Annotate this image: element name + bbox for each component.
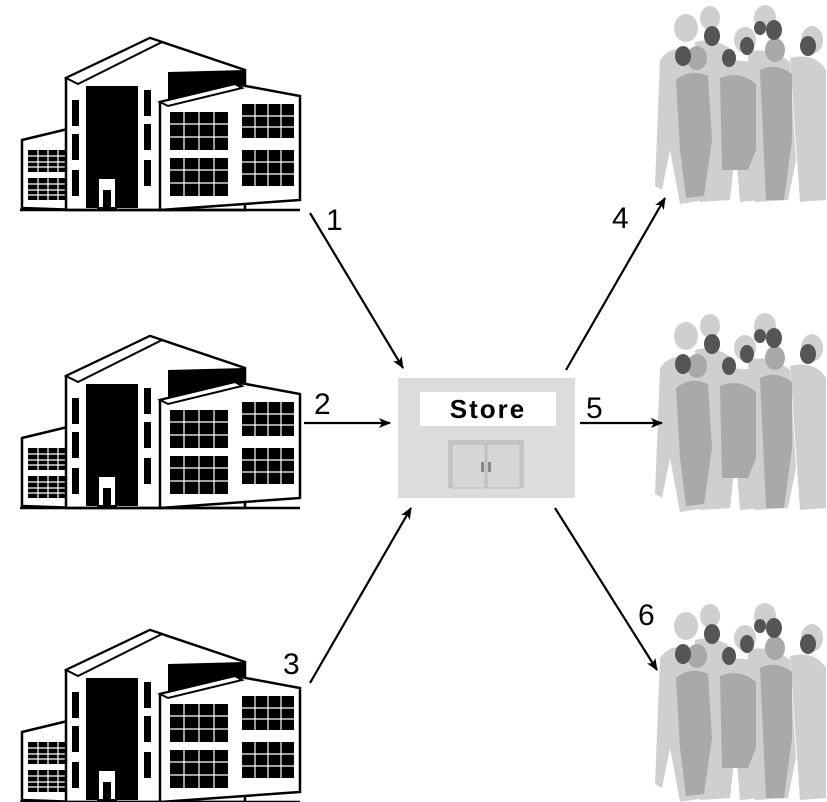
store-label: Store <box>450 394 526 424</box>
customer-crowd-icon <box>655 603 826 802</box>
edge-label-4: 4 <box>612 202 629 235</box>
arrow-6 <box>554 507 658 671</box>
customer-crowd-icon <box>655 313 826 512</box>
arrow-1 <box>309 212 404 369</box>
arrow-4 <box>565 197 666 371</box>
store-icon: Store <box>398 378 575 498</box>
customer-crowd-icon <box>655 5 826 204</box>
factory-building-icon <box>18 628 302 802</box>
edge-label-1: 1 <box>326 204 343 237</box>
edge-label-2: 2 <box>314 388 331 421</box>
edge-label-3: 3 <box>283 648 300 681</box>
factory-building-icon <box>18 334 302 510</box>
arrow-3 <box>309 507 412 684</box>
edge-label-5: 5 <box>586 392 603 425</box>
store-door <box>448 440 524 489</box>
edge-label-6: 6 <box>638 599 655 632</box>
factory-building-icon <box>18 36 302 212</box>
